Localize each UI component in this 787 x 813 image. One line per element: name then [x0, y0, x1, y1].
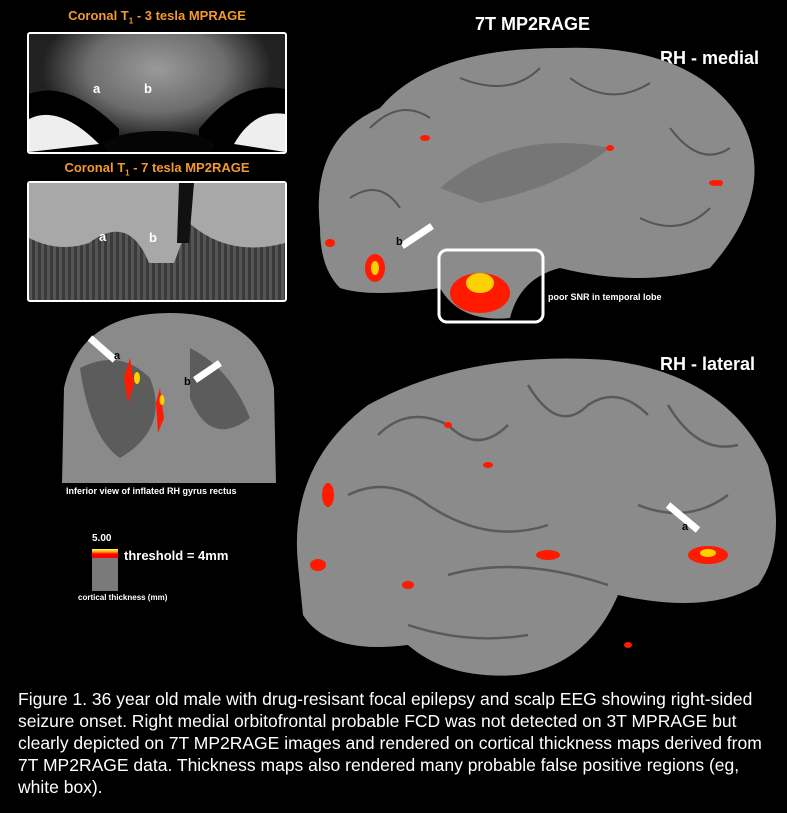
mri-7t-image: a b [27, 181, 287, 302]
medial-arrow-b-icon [400, 223, 434, 249]
medial-label: RH - medial [660, 48, 760, 68]
legend-colorbar [92, 549, 118, 591]
lateral-arrow-a-icon [665, 502, 701, 533]
arrow-b-icon [193, 360, 222, 383]
lateral-arrow-a: a [682, 521, 689, 533]
mri-3t-anatomy [29, 87, 285, 152]
mri-3t-label-b: b [144, 81, 152, 96]
lateral-brain-surface [296, 358, 776, 676]
mri-7t-title: Coronal T1 - 7 tesla MP2RAGE [64, 160, 250, 178]
medial-brain-surface [318, 47, 755, 324]
inflated-caption: Inferior view of inflated RH gyrus rectu… [66, 486, 237, 496]
mri-3t-label-a: a [93, 81, 101, 96]
legend-axis-label: cortical thickness (mm) [78, 593, 168, 602]
inflated-gyrus-rectus [62, 313, 276, 483]
lateral-label: RH - lateral [660, 354, 756, 374]
surface-title: 7T MP2RAGE [475, 14, 591, 34]
arrow-a-icon [87, 335, 118, 363]
mri-3t-image: a b [27, 32, 287, 154]
mri-3t-title: Coronal T1 - 3 tesla MPRAGE [68, 8, 246, 26]
false-positive-box [437, 248, 545, 324]
box-note: poor SNR in temporal lobe [548, 292, 662, 302]
legend-threshold: threshold = 4mm [124, 548, 229, 563]
medial-arrow-b: b [396, 236, 403, 248]
mri-7t-label-a: a [99, 229, 107, 244]
legend-max: 5.00 [92, 533, 112, 544]
mri-7t-anatomy [29, 183, 285, 263]
inflated-arrow-a: a [114, 350, 121, 362]
figure-caption: Figure 1. 36 year old male with drug-res… [18, 689, 762, 797]
inflated-arrow-b: b [184, 376, 191, 388]
mri-7t-label-b: b [149, 230, 157, 245]
